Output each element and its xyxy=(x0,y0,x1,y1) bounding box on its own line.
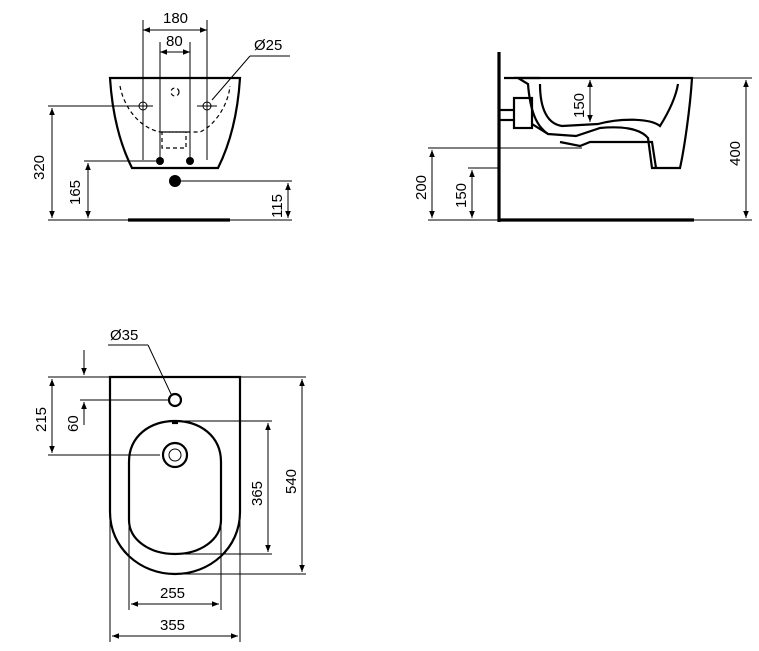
front-bolt-right xyxy=(186,157,194,165)
top-view: Ø35 215 60 540 365 255 355 xyxy=(33,327,306,642)
top-waste-inner xyxy=(168,448,182,462)
front-waste-dot xyxy=(169,175,181,187)
dim-150-lower: 150 xyxy=(453,183,470,208)
dim-355: 355 xyxy=(160,617,185,634)
dim-215: 215 xyxy=(33,407,50,432)
dim-165: 165 xyxy=(67,180,84,205)
front-center-hole xyxy=(170,87,180,97)
dim-200: 200 xyxy=(413,175,430,200)
dim-540: 540 xyxy=(283,469,300,494)
top-inner-bowl xyxy=(127,419,223,556)
side-base xyxy=(559,140,658,169)
dim-115: 115 xyxy=(269,194,286,218)
front-bowl-outline xyxy=(108,76,242,170)
front-trap-dashed xyxy=(161,131,187,149)
top-tap-hole xyxy=(167,392,183,408)
side-view: 400 150 200 150 xyxy=(413,52,752,222)
dim-diameter-35: Ø35 xyxy=(110,327,138,344)
dim-320: 320 xyxy=(31,155,48,180)
front-inner-dashed xyxy=(119,85,231,133)
top-waste-outer xyxy=(161,441,189,469)
dim-150-upper: 150 xyxy=(571,93,588,118)
dim-80: 80 xyxy=(166,33,183,50)
side-body-outline xyxy=(514,76,694,170)
dim-365: 365 xyxy=(249,481,266,506)
dim-60: 60 xyxy=(65,415,82,432)
side-wall-bracket xyxy=(512,96,534,130)
front-view: 180 80 Ø25 320 165 115 xyxy=(31,10,292,222)
dim-180: 180 xyxy=(163,10,188,27)
side-inner-bowl xyxy=(538,83,680,128)
dim-255: 255 xyxy=(160,585,185,602)
dim-400: 400 xyxy=(727,141,744,166)
front-bolt-left xyxy=(156,157,164,165)
dim-diameter-25: Ø25 xyxy=(254,37,282,54)
